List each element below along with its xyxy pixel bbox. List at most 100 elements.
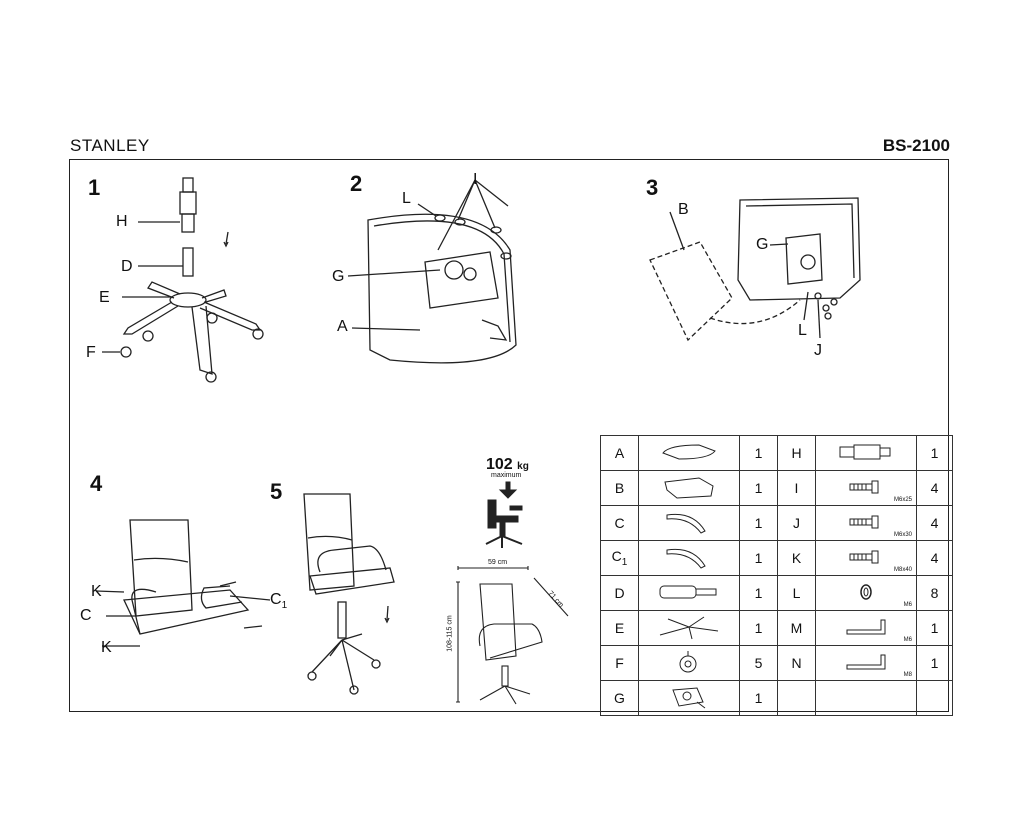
max-load-chair-icon bbox=[485, 481, 523, 548]
part-image bbox=[638, 540, 740, 576]
part-image: M6x25 bbox=[815, 470, 917, 506]
step2-label-l: L bbox=[402, 190, 411, 207]
part-image bbox=[638, 680, 740, 716]
step2-label-i: I bbox=[473, 171, 478, 188]
step2-seat-mechanism-drawing bbox=[347, 179, 517, 364]
step3-label-j: J bbox=[814, 342, 822, 359]
step3-label-g: G bbox=[756, 236, 769, 253]
part-size: M8x40 bbox=[893, 567, 912, 573]
step-number-2: 2 bbox=[350, 171, 363, 196]
part-image: M6 bbox=[815, 610, 917, 646]
part-size: M6x30 bbox=[893, 532, 912, 538]
step3-label-b: B bbox=[678, 201, 689, 218]
part-quantity: 5 bbox=[739, 645, 778, 681]
part-letter: C bbox=[600, 505, 639, 541]
gas-cover-icon bbox=[836, 442, 896, 465]
part-letter: M bbox=[777, 610, 816, 646]
dimension-height: 108-115 cm bbox=[446, 615, 454, 652]
step3-label-l: L bbox=[798, 322, 807, 339]
bolt-icon bbox=[846, 480, 886, 497]
part-size: M6 bbox=[903, 637, 912, 643]
step-number-5: 5 bbox=[270, 479, 283, 504]
bolt-icon bbox=[846, 515, 886, 532]
caster-icon bbox=[674, 649, 704, 678]
part-letter: E bbox=[600, 610, 639, 646]
armrest-icon bbox=[659, 544, 719, 573]
step1-label-h: H bbox=[116, 213, 128, 230]
step1-label-d: D bbox=[121, 258, 133, 275]
part-quantity: 4 bbox=[916, 505, 953, 541]
part-quantity: 8 bbox=[916, 575, 953, 611]
part-letter: I bbox=[777, 470, 816, 506]
part-letter: N bbox=[777, 645, 816, 681]
part-quantity: 1 bbox=[916, 435, 953, 471]
part-size: M8 bbox=[903, 672, 912, 678]
mechanism-icon bbox=[667, 682, 711, 715]
step-number-1: 1 bbox=[88, 175, 101, 200]
part-size: M6x25 bbox=[893, 497, 912, 503]
max-load-note: maximum bbox=[491, 472, 522, 479]
step4-label-k-upper: K bbox=[91, 583, 102, 600]
part-quantity: 1 bbox=[916, 645, 953, 681]
part-letter: F bbox=[600, 645, 639, 681]
part-letter bbox=[777, 680, 816, 716]
part-image bbox=[638, 575, 740, 611]
part-size: M6 bbox=[903, 602, 912, 608]
step1-base-assembly-drawing bbox=[102, 177, 264, 383]
step1-label-e: E bbox=[99, 289, 110, 306]
part-quantity: 4 bbox=[916, 470, 953, 506]
bolt-icon bbox=[846, 550, 886, 567]
step3-backrest-attach-drawing bbox=[649, 197, 861, 342]
part-letter: J bbox=[777, 505, 816, 541]
part-letter: B bbox=[600, 470, 639, 506]
part-letter: H bbox=[777, 435, 816, 471]
part-quantity: 1 bbox=[739, 575, 778, 611]
max-load-value: 102 kg bbox=[486, 456, 529, 473]
part-letter: D bbox=[600, 575, 639, 611]
part-quantity: 1 bbox=[916, 610, 953, 646]
step4-label-c: C bbox=[80, 607, 92, 624]
part-quantity: 4 bbox=[916, 540, 953, 576]
step2-label-g: G bbox=[332, 268, 345, 285]
seat-icon bbox=[659, 441, 719, 466]
part-image bbox=[638, 645, 740, 681]
part-quantity bbox=[916, 680, 953, 716]
part-quantity: 1 bbox=[739, 610, 778, 646]
step1-label-f: F bbox=[86, 344, 96, 361]
step2-label-a: A bbox=[337, 318, 348, 335]
step4-label-k-lower: K bbox=[101, 639, 112, 656]
product-code: BS-2100 bbox=[882, 136, 950, 155]
allen-key-icon bbox=[843, 616, 889, 641]
part-quantity: 1 bbox=[739, 540, 778, 576]
part-quantity: 1 bbox=[739, 680, 778, 716]
part-image bbox=[638, 610, 740, 646]
part-image: M8 bbox=[815, 645, 917, 681]
part-quantity: 1 bbox=[739, 505, 778, 541]
allen-key-icon bbox=[843, 651, 889, 676]
part-image bbox=[638, 435, 740, 471]
part-letter: G bbox=[600, 680, 639, 716]
part-letter: L bbox=[777, 575, 816, 611]
dimension-chair-drawing bbox=[456, 566, 569, 705]
part-image bbox=[815, 435, 917, 471]
part-image bbox=[815, 680, 917, 716]
armrest-icon bbox=[659, 509, 719, 538]
washer-icon bbox=[856, 582, 876, 605]
step-number-4: 4 bbox=[90, 471, 103, 496]
part-quantity: 1 bbox=[739, 470, 778, 506]
step4-label-c1: C1 bbox=[270, 591, 288, 612]
step5-final-chair-drawing bbox=[303, 493, 395, 695]
dimension-width: 59 cm bbox=[488, 559, 508, 566]
step4-armrest-attach-drawing bbox=[95, 519, 271, 647]
backrest-icon bbox=[659, 474, 719, 503]
product-name: STANLEY bbox=[70, 136, 150, 155]
part-letter: K bbox=[777, 540, 816, 576]
part-image bbox=[638, 470, 740, 506]
step-number-3: 3 bbox=[646, 175, 659, 200]
